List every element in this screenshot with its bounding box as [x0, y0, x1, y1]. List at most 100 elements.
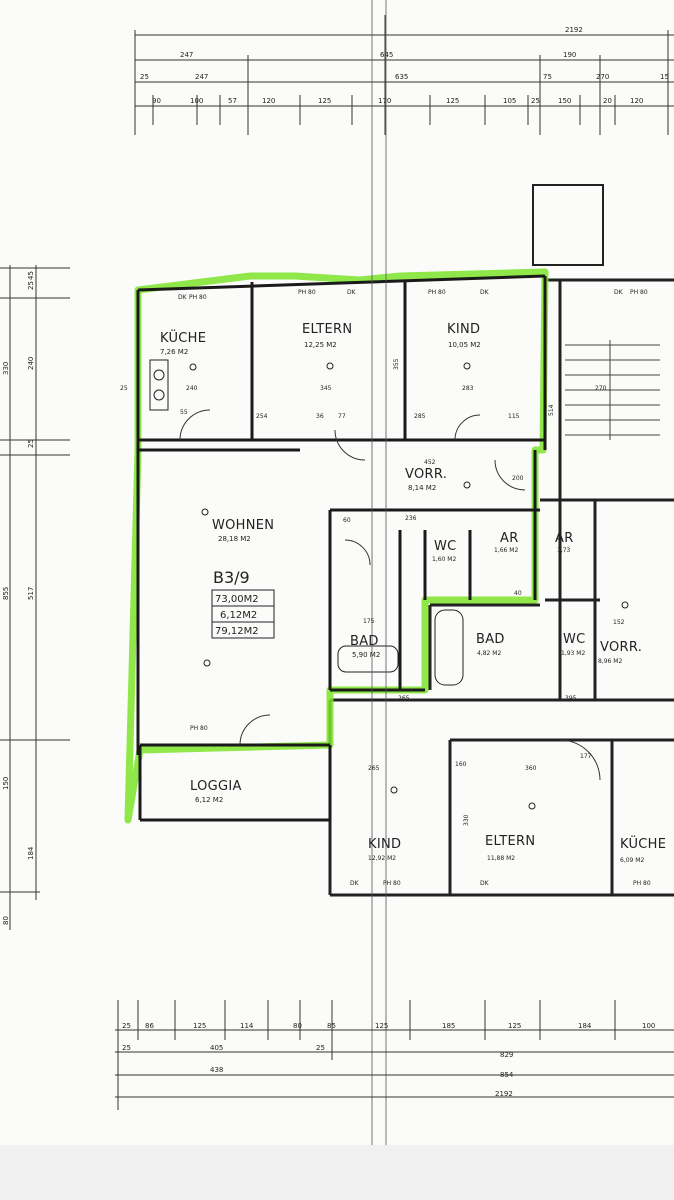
top-dim: 15 — [660, 73, 669, 81]
bathtub — [337, 609, 464, 686]
room-label-loggia: LOGGIA — [190, 779, 242, 794]
top-total-dim: 2192 — [565, 26, 583, 34]
neighbor-label-kueche: KÜCHE — [620, 835, 666, 852]
interior-dim: 355 — [393, 358, 400, 370]
neighbor-area-eltern: 11,88 M2 — [487, 855, 515, 862]
interior-dim: 55 — [180, 409, 188, 416]
window-label: DK — [480, 880, 490, 887]
room-area-wohnen: 28,18 M2 — [218, 535, 251, 543]
left-dim: 517 — [27, 587, 35, 600]
window-label: DK — [614, 289, 624, 296]
unit-area-loggia: 6,12M2 — [220, 610, 257, 621]
neighbor-room-labels: AR 1,73 BAD 4,82 M2 WC 1,93 M2 VORR. 8,9… — [368, 531, 666, 864]
bottom-dimension-chains — [115, 1000, 674, 1110]
bottom-dim: 185 — [442, 1022, 455, 1030]
interior-dim: 283 — [462, 385, 474, 392]
top-dim: 247 — [180, 51, 193, 59]
top-dimension-labels: 2192 247 645 190 25 247 635 75 270 15 90… — [140, 26, 669, 105]
interior-dim: 395 — [565, 695, 577, 702]
window-label: PH 80 — [428, 289, 446, 296]
bottom-dim: 25 — [316, 1044, 325, 1052]
interior-dim: 77 — [338, 413, 346, 420]
top-dim: 120 — [630, 97, 643, 105]
window-label: PH 80 — [298, 289, 316, 296]
interior-dim: 236 — [405, 515, 417, 522]
neighbor-area-vorr: 8,96 M2 — [598, 658, 622, 665]
neighbor-label-vorr: VORR. — [600, 640, 642, 655]
top-dim: 90 — [152, 97, 161, 105]
bottom-total-dim: 2192 — [495, 1090, 513, 1098]
neighbor-area-kueche: 6,09 M2 — [620, 857, 644, 864]
interior-dim: 265 — [398, 695, 410, 702]
interior-dim: 330 — [463, 814, 470, 826]
neighbor-area-bad: 4,82 M2 — [477, 650, 501, 657]
neighbor-walls — [328, 184, 674, 897]
neighbor-area-wc: 1,93 M2 — [561, 650, 585, 657]
room-markers — [189, 362, 629, 810]
room-area-kueche: 7,26 M2 — [160, 348, 188, 356]
interior-dim: 345 — [320, 385, 332, 392]
interior-dim: 452 — [424, 459, 436, 466]
unit-outline-highlight — [124, 268, 549, 824]
room-area-kind: 10,05 M2 — [448, 341, 481, 349]
room-label-ar: AR — [500, 531, 519, 546]
interior-dim: 265 — [368, 765, 380, 772]
staircase — [565, 340, 660, 440]
interior-dim: 60 — [343, 517, 351, 524]
interior-dim: 285 — [414, 413, 426, 420]
interior-dim: 175 — [363, 618, 375, 625]
top-dim: 20 — [603, 97, 612, 105]
top-dimension-chains — [134, 15, 674, 135]
window-label: PH 80 — [190, 725, 208, 732]
room-area-eltern: 12,25 M2 — [304, 341, 337, 349]
bottom-dim: 405 — [210, 1044, 223, 1052]
top-dim: 635 — [395, 73, 408, 81]
left-dim: 184 — [27, 846, 35, 860]
neighbor-label-bad: BAD — [476, 632, 505, 647]
window-label: PH 80 — [189, 294, 207, 301]
room-label-kueche: KÜCHE — [160, 329, 206, 346]
bottom-dim: 184 — [578, 1022, 592, 1030]
top-dim: 247 — [195, 73, 208, 81]
interior-dim: 40 — [514, 590, 522, 597]
unit-id: B3/9 — [213, 568, 250, 587]
interior-dim: 254 — [256, 413, 268, 420]
left-dim: 330 — [2, 362, 10, 375]
interior-dim: 25 — [120, 385, 128, 392]
unit-walls — [136, 274, 547, 822]
bottom-dim: 114 — [240, 1022, 254, 1030]
left-dimension-chains — [0, 265, 70, 930]
room-label-vorr: VORR. — [405, 467, 447, 482]
window-label: PH 80 — [630, 289, 648, 296]
top-dim: 170 — [378, 97, 391, 105]
room-labels: KÜCHE 7,26 M2 ELTERN 12,25 M2 KIND 10,05… — [160, 322, 519, 804]
top-dim: 25 — [140, 73, 149, 81]
left-dim: 25 — [27, 439, 35, 448]
bottom-dim: 85 — [327, 1022, 336, 1030]
unit-summary: B3/9 73,00M2 6,12M2 79,12M2 — [211, 568, 275, 639]
bottom-bar — [0, 1145, 674, 1200]
interior-dim: 115 — [508, 413, 520, 420]
top-dim: 75 — [543, 73, 552, 81]
neighbor-label-eltern: ELTERN — [485, 834, 535, 849]
top-dim: 150 — [558, 97, 571, 105]
door-swings — [179, 409, 601, 781]
bottom-dim: 125 — [375, 1022, 388, 1030]
top-dim: 57 — [228, 97, 237, 105]
room-area-ar: 1,66 M2 — [494, 547, 518, 554]
window-label: DK — [480, 289, 490, 296]
room-area-bad: 5,90 M2 — [352, 651, 380, 659]
neighbor-label-wc: WC — [563, 632, 586, 647]
room-area-vorr: 8,14 M2 — [408, 484, 436, 492]
unit-area-total: 79,12M2 — [215, 626, 259, 637]
top-dim: 125 — [446, 97, 459, 105]
interior-dimension-labels: 240 345 283 270 254 36 77 285 115 452 23… — [120, 358, 625, 826]
room-label-wohnen: WOHNEN — [212, 518, 274, 533]
bottom-dim: 438 — [210, 1066, 223, 1074]
room-area-loggia: 6,12 M2 — [195, 796, 223, 804]
left-dim: 80 — [2, 916, 10, 925]
window-labels: PH 80 DK PH 80 DK PH 80 DK PH 80 DK PH 8… — [178, 289, 651, 887]
bottom-dim: 25 — [122, 1022, 131, 1030]
bottom-dim: 86 — [145, 1022, 154, 1030]
interior-dim: 177 — [580, 753, 592, 760]
